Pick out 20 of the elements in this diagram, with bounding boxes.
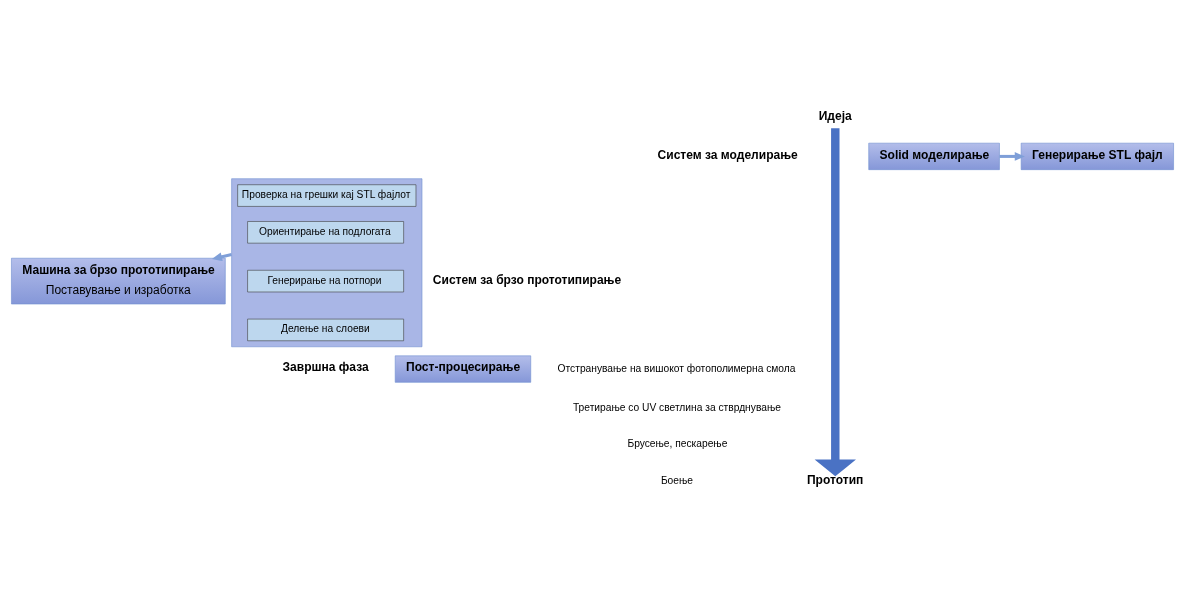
node-box: Делење на слоеви	[247, 318, 404, 341]
node-box: Генерирање на потпори	[247, 269, 404, 292]
label: Боење	[660, 474, 693, 486]
label: Завршна фаза	[282, 359, 369, 374]
node-box: Пост-процесирање	[394, 355, 532, 383]
node-text: Идеја	[818, 108, 852, 123]
label: Систем за моделирање	[657, 147, 798, 162]
node-text: Прототип	[806, 472, 864, 487]
label: Третирање со UV светлина за стврднување	[572, 401, 781, 413]
node-box: Проверка на грешки кај STL фајлот	[237, 183, 417, 207]
label: Брусење, пескарење	[627, 437, 728, 449]
cluster	[231, 177, 423, 347]
node-box: Генерирање STL фајл	[1020, 142, 1174, 170]
node-box: Solid моделирање	[868, 142, 1000, 170]
label: Систем за брзо прототипирање	[432, 272, 622, 287]
label: Отстранување на вишокот фотополимерна смола	[557, 362, 796, 374]
arrow	[814, 127, 856, 476]
node-box: Ориентирање на подлогата	[247, 220, 404, 243]
node-box: Машина за брзо прототипирање Поставување и изработка	[11, 257, 226, 304]
arrow	[999, 151, 1025, 161]
